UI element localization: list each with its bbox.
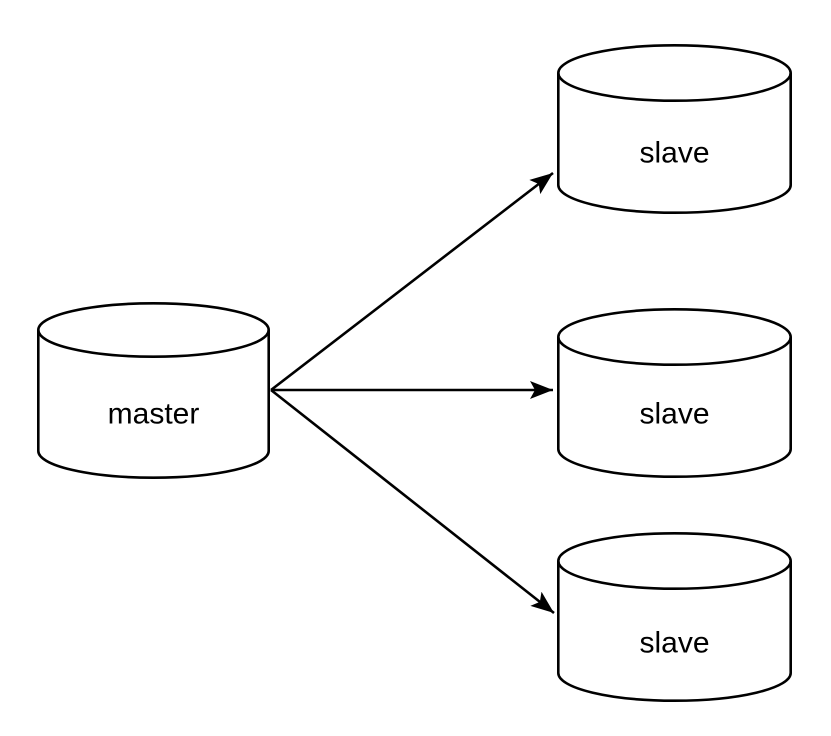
node-label-master: master [108, 398, 200, 431]
cylinder-shape [557, 532, 792, 702]
edge-master-to-slave-1 [270, 171, 554, 392]
cylinder-shape [557, 44, 792, 214]
cylinder-top-rim [557, 72, 792, 102]
node-slave-3: slave [557, 532, 792, 702]
cylinder-shape [37, 302, 270, 479]
node-label-slave-1: slave [639, 137, 709, 170]
node-label-slave-2: slave [639, 398, 709, 431]
edges [270, 171, 555, 615]
cylinder-top-rim [37, 329, 270, 358]
cylinder-shape [557, 308, 792, 478]
cylinder-top-rim [557, 336, 792, 366]
node-master: master [37, 302, 270, 479]
edge-master-to-slave-3 [270, 388, 555, 615]
cylinder-top-rim [557, 560, 792, 590]
node-label-slave-3: slave [639, 627, 709, 660]
node-slave-1: slave [557, 44, 792, 214]
node-slave-2: slave [557, 308, 792, 478]
